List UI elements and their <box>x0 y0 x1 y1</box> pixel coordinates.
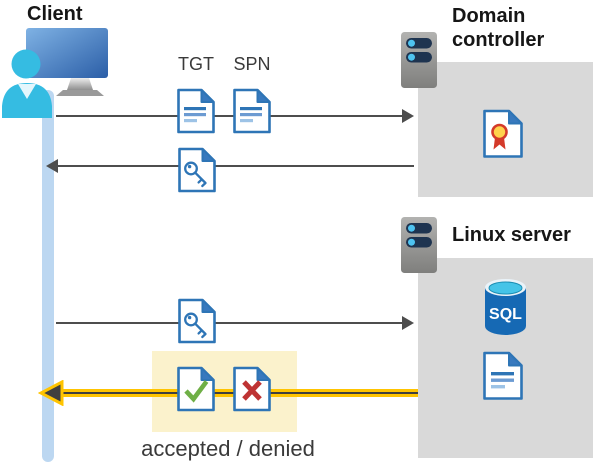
ticket-reply-arrowhead-icon <box>46 159 58 173</box>
tgt-spn-request-arrowhead-icon <box>402 109 414 123</box>
certificate-document-icon <box>483 109 523 158</box>
spn-label: SPN <box>233 54 271 74</box>
sql-database-icon: SQL <box>485 279 526 335</box>
linux-server-label: Linux server <box>452 224 571 246</box>
denied-document-icon <box>233 366 271 412</box>
tgt-label: TGT <box>178 54 214 74</box>
client-computer-user-icon <box>2 28 108 118</box>
tgt-spn-request-arrow <box>56 115 406 117</box>
result-label: accepted / denied <box>141 436 315 461</box>
keytab-document-icon <box>483 351 523 400</box>
domain-controller-server-icon <box>401 32 437 88</box>
user-icon <box>2 49 52 118</box>
key-request-arrowhead-icon <box>402 316 414 330</box>
linux-server-icon <box>401 217 437 273</box>
spn-document-icon <box>233 88 271 134</box>
sql-database-text: SQL <box>489 306 522 323</box>
result-arrowhead-icon <box>38 380 64 406</box>
client-label: Client <box>27 3 83 25</box>
accepted-document-icon <box>177 366 215 412</box>
tgt-document-icon <box>177 88 215 134</box>
key-request-arrow <box>56 322 406 324</box>
key-document-icon <box>178 298 216 344</box>
client-lifeline-bar <box>42 90 54 462</box>
ticket-reply-arrow <box>58 165 414 167</box>
domain-controller-label: Domain controller <box>452 5 545 51</box>
key-document-icon <box>178 147 216 193</box>
monitor-icon <box>26 28 108 96</box>
